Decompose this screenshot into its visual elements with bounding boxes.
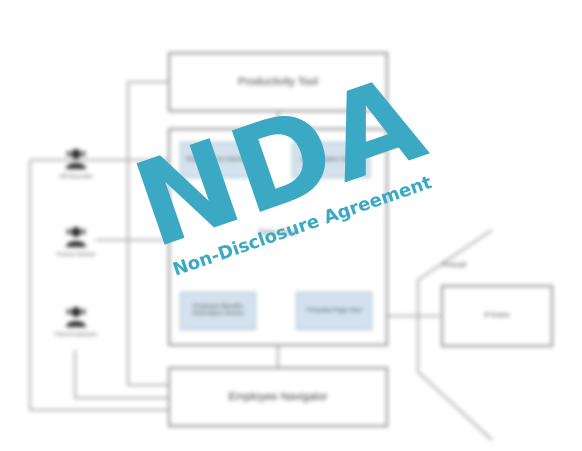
firewall-line-side [417, 280, 493, 441]
center-label: Data Store [258, 228, 298, 237]
connector-column [127, 81, 168, 386]
inner-box-label: Request Form Interface [186, 156, 250, 163]
ip-entries-label: IP Entries [484, 313, 510, 319]
inner-box-label: Threaded Page View [306, 307, 362, 314]
employee-navigator-label: Employee Navigator [228, 391, 328, 403]
productivity-tool-box: Productivity Tool [168, 52, 388, 112]
user-group-icon [66, 149, 86, 169]
role-finance-advisor: Finance Advisor [46, 226, 106, 258]
inner-box-label: Employee Benefits Information Service [192, 304, 244, 317]
role-label: Finance Advisor [56, 252, 96, 258]
role-label: Client Employees [54, 332, 98, 338]
inner-box-threaded-page: Threaded Page View [296, 292, 372, 330]
connector-outer-left [29, 160, 168, 411]
inner-box-admin-console: Administrative Console [292, 142, 370, 178]
firewall-label: Firewall [442, 262, 467, 269]
productivity-tool-label: Productivity Tool [238, 76, 318, 88]
user-group-icon [66, 307, 86, 327]
role-hr-associate: HR Associate [46, 148, 106, 180]
role-label: HR Associate [59, 174, 93, 180]
firewall-line-top [417, 229, 493, 281]
connector-client [74, 350, 168, 399]
inner-box-label: Administrative Console [300, 156, 362, 163]
employee-navigator-box: Employee Navigator [168, 367, 388, 427]
ip-entries-box: IP Entries [441, 285, 553, 347]
role-client-employees: Client Employees [46, 306, 106, 338]
inner-box-benefits-service: Employee Benefits Information Service [180, 292, 256, 330]
user-group-icon [66, 227, 86, 247]
inner-box-request-form: Request Form Interface [180, 142, 256, 178]
